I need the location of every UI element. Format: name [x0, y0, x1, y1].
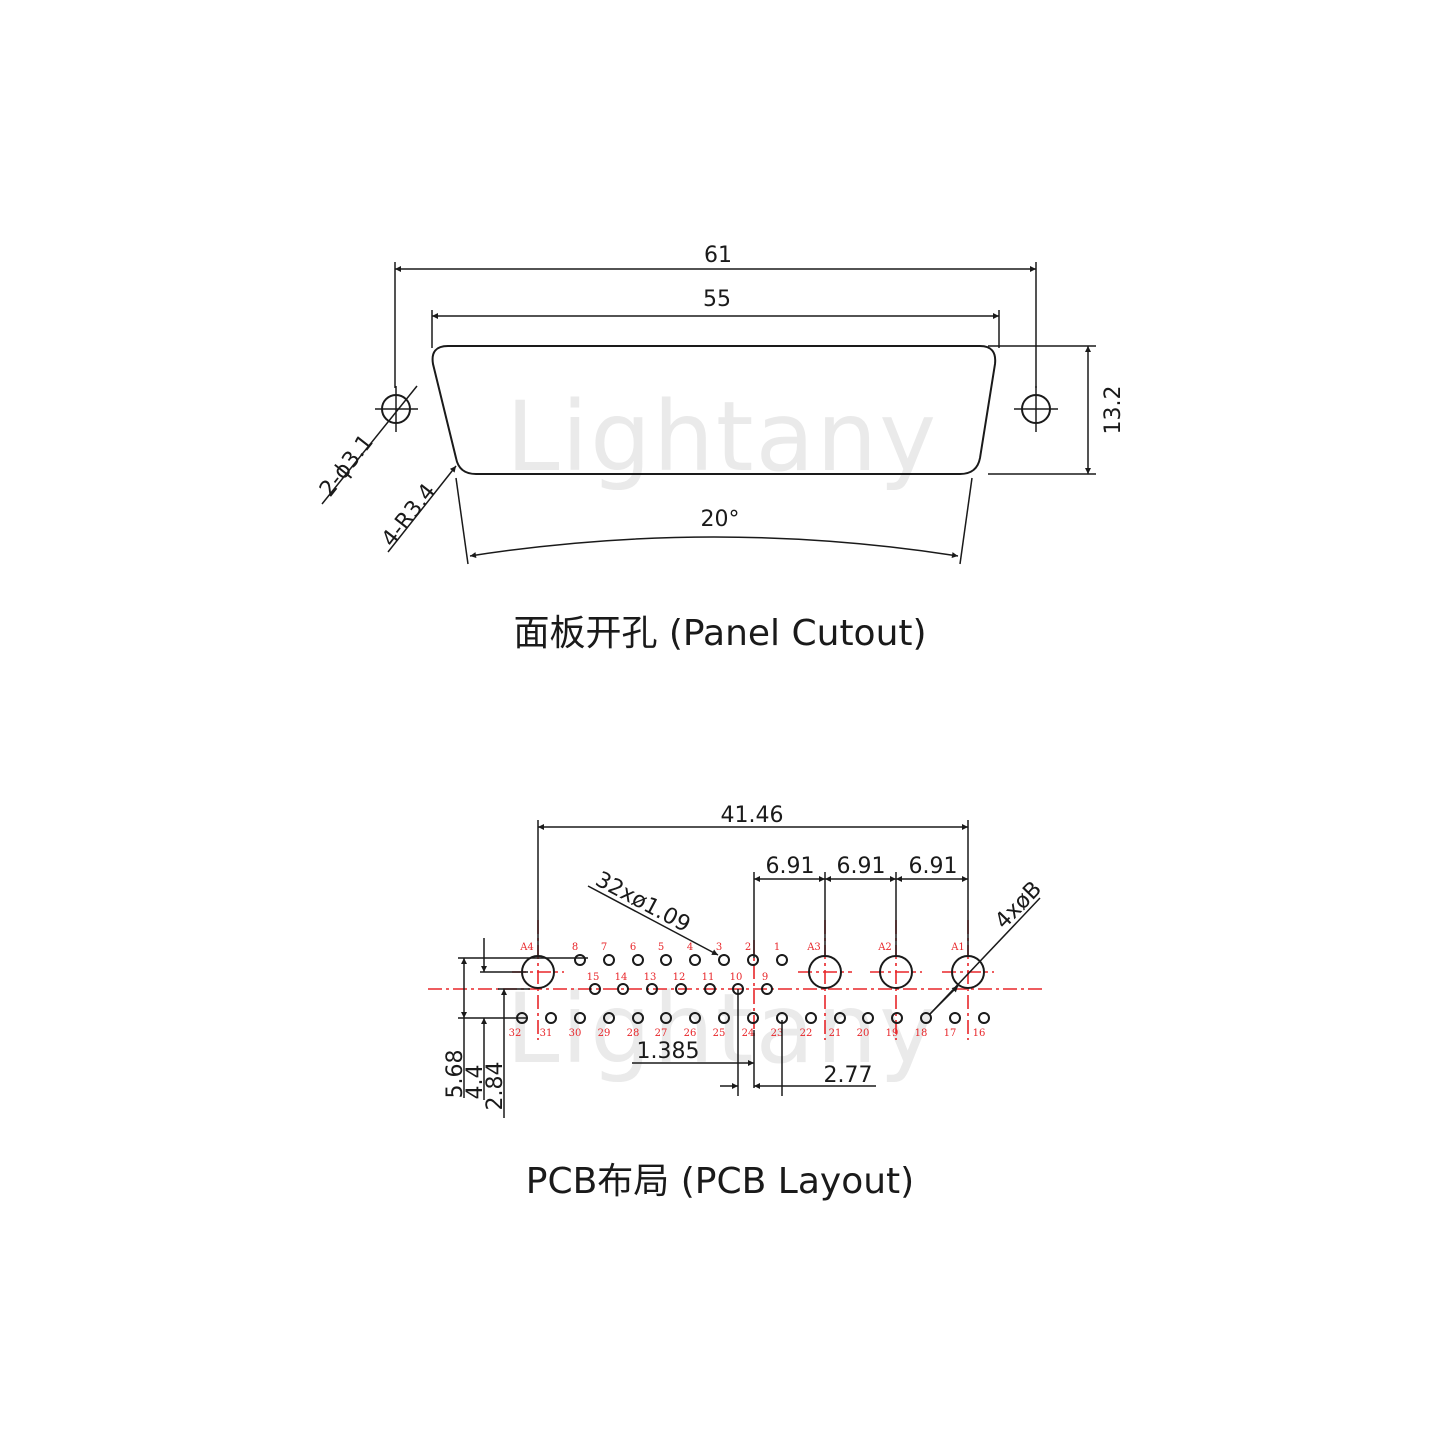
pcb-layout-caption: PCB布局 (PCB Layout) [525, 1161, 915, 1202]
pin-hole [891, 1012, 903, 1024]
pin-hole [675, 983, 687, 995]
pin-hole [632, 954, 644, 966]
pin-label: 10 [730, 972, 743, 983]
pin-label: 28 [627, 1028, 640, 1039]
pin-label: 14 [615, 972, 628, 983]
pin-label: 13 [644, 972, 657, 983]
pin-hole [862, 1012, 874, 1024]
dim-277-label: 2.77 [824, 1063, 873, 1088]
pin-label: 24 [742, 1028, 755, 1039]
big-hole-label: A4 [519, 942, 534, 953]
pin-label: 19 [886, 1028, 899, 1039]
dim-pitch-c-label: 6.91 [909, 854, 958, 879]
dim-angle-label: 20° [701, 507, 740, 532]
pin-hole [747, 954, 759, 966]
pin-label: 31 [540, 1028, 553, 1039]
pin-hole [632, 1012, 644, 1024]
pin-label: 3 [716, 942, 722, 953]
dim-big-holes-label: 4xøB [990, 877, 1047, 934]
pin-hole [589, 983, 601, 995]
pin-label: 15 [587, 972, 600, 983]
pin-label: 30 [569, 1028, 582, 1039]
pin-hole [603, 1012, 615, 1024]
pin-label: 5 [658, 942, 664, 953]
pin-label: 8 [572, 942, 578, 953]
pin-label: 7 [601, 942, 607, 953]
pin-label: 22 [800, 1028, 813, 1039]
pin-hole [660, 1012, 672, 1024]
dim-radius-label: 4-R3.4 [377, 479, 441, 551]
dim-44-label: 4.4 [463, 1065, 488, 1100]
watermark-text-2: Lightany [506, 973, 938, 1085]
pin-hole [660, 954, 672, 966]
dim-overall-label: 61 [704, 243, 732, 268]
dim-pitch-b-label: 6.91 [837, 854, 886, 879]
pin-label: 1 [774, 942, 780, 953]
mounting-hole-left [375, 386, 418, 432]
pin-hole [704, 983, 716, 995]
pin-hole [920, 1012, 932, 1024]
pin-hole [545, 1012, 557, 1024]
mounting-hole-right [1014, 386, 1058, 432]
pin-label: 27 [655, 1028, 668, 1039]
pin-label: 17 [944, 1028, 957, 1039]
pin-hole [574, 954, 586, 966]
pin-label: 2 [745, 942, 751, 953]
dim-568-label: 5.68 [443, 1050, 468, 1099]
pin-hole [646, 983, 658, 995]
pin-label: 25 [713, 1028, 726, 1039]
pin-hole [761, 983, 773, 995]
pin-hole [949, 1012, 961, 1024]
pin-label: 11 [702, 972, 715, 983]
pin-label: 20 [857, 1028, 870, 1039]
pin-label: 16 [973, 1028, 986, 1039]
pin-label: 29 [598, 1028, 611, 1039]
pin-hole [776, 954, 788, 966]
dim-total-label: 41.46 [721, 803, 784, 828]
pin-hole [689, 1012, 701, 1024]
small-hole-leader [587, 885, 719, 956]
pin-label: 32 [509, 1028, 522, 1039]
dim-height-label: 13.2 [1101, 386, 1126, 435]
pin-hole [805, 1012, 817, 1024]
pin-hole [834, 1012, 846, 1024]
pin-label: 23 [771, 1028, 784, 1039]
pin-label: 4 [687, 942, 693, 953]
dim-hole-label: 2-ϕ3.1 [315, 430, 379, 502]
pin-hole [574, 1012, 586, 1024]
dim-small-holes-label: 32xø1.09 [591, 867, 694, 938]
dim-284-label: 2.84 [483, 1062, 508, 1111]
watermark-text: Lightany [506, 381, 938, 493]
dim-pitch-a-label: 6.91 [766, 854, 815, 879]
pin-hole [617, 983, 629, 995]
pin-label: 6 [630, 942, 636, 953]
pin-hole [978, 1012, 990, 1024]
d-sub-cutout-outline [431, 345, 997, 475]
pin-hole [718, 954, 730, 966]
pin-hole [747, 1012, 759, 1024]
dim-body-label: 55 [703, 287, 731, 312]
big-hole-label: A1 [950, 942, 965, 953]
pin-hole [603, 954, 615, 966]
panel-cutout-view: Lightany 61 55 13.2 2-ϕ3.1 [315, 243, 1126, 565]
angle-arc [469, 536, 959, 559]
radius-leader [387, 465, 457, 553]
panel-cutout-caption: 面板开孔 (Panel Cutout) [513, 613, 927, 654]
hole-leader [321, 385, 418, 505]
pin-hole [718, 1012, 730, 1024]
big-hole-label: A2 [877, 942, 892, 953]
pin-label: 26 [684, 1028, 697, 1039]
pin-hole [689, 954, 701, 966]
pin-label: 9 [762, 972, 768, 983]
pin-label: 18 [915, 1028, 928, 1039]
pin-label: 21 [829, 1028, 842, 1039]
big-hole-label: A3 [806, 942, 821, 953]
pin-label: 12 [673, 972, 686, 983]
dim-1385-label: 1.385 [637, 1039, 700, 1064]
